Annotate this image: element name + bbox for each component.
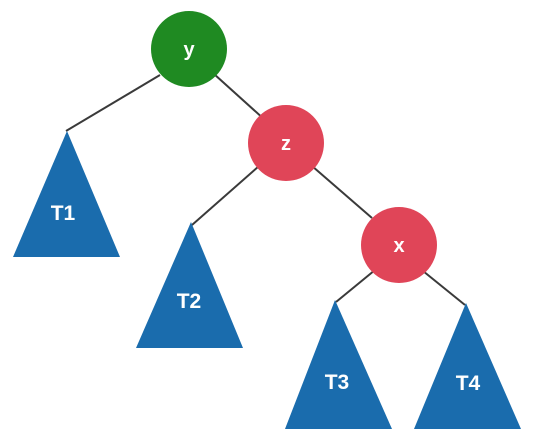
subtree-t3: T3 xyxy=(285,300,392,429)
node-y: y xyxy=(151,11,227,87)
node-z: z xyxy=(248,105,324,181)
subtree-t3-triangle xyxy=(285,300,392,429)
subtree-t2-label: T2 xyxy=(177,290,202,313)
subtree-t1-triangle xyxy=(13,131,120,257)
edge-x-t3 xyxy=(335,269,376,303)
edge-z-x xyxy=(311,165,373,219)
node-y-label: y xyxy=(183,39,195,61)
edge-x-t4 xyxy=(422,270,466,306)
node-x: x xyxy=(361,207,437,283)
subtree-t1-label: T1 xyxy=(51,202,76,225)
edge-y-z xyxy=(213,73,266,121)
subtree-t4-label: T4 xyxy=(456,372,481,395)
node-x-circle xyxy=(361,207,437,283)
subtree-t2-triangle xyxy=(136,222,243,348)
edge-y-t1 xyxy=(65,74,161,132)
subtree-t4: T4 xyxy=(414,303,521,429)
node-z-label: z xyxy=(281,133,291,155)
subtree-t3-label: T3 xyxy=(325,371,350,394)
node-z-circle xyxy=(248,105,324,181)
subtree-t1: T1 xyxy=(13,131,120,257)
edge-z-t2 xyxy=(191,165,260,226)
subtree-t2: T2 xyxy=(136,222,243,348)
node-y-circle xyxy=(151,11,227,87)
subtree-t4-triangle xyxy=(414,303,521,429)
node-x-label: x xyxy=(393,235,404,257)
edges-layer xyxy=(65,73,466,306)
